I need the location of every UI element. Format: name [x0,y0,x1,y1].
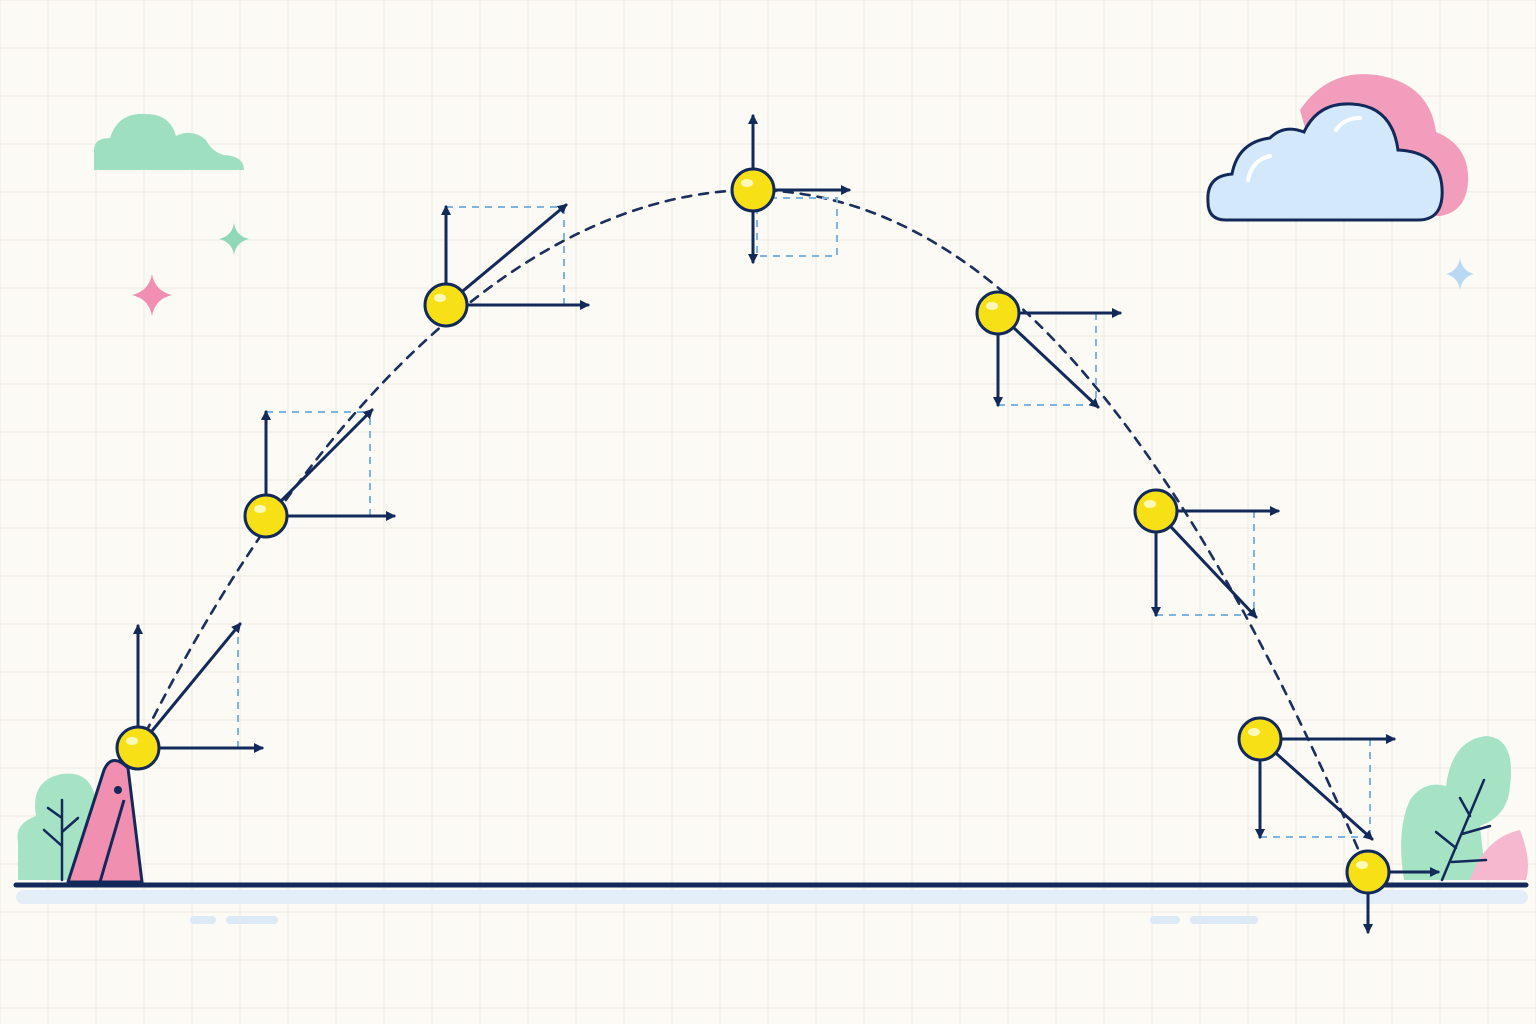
ball-highlight [1144,500,1156,508]
ball-state-8 [1345,849,1440,934]
resultant-velocity-arrow [460,203,568,294]
ball [1133,488,1179,534]
ball-highlight [1248,728,1260,736]
ball-highlight [986,302,998,310]
ball [423,282,469,328]
ball-highlight [254,505,266,513]
ball-highlight [741,179,753,187]
ground [13,882,1529,924]
ball [730,167,776,213]
pink-blue-cloud-icon [1206,74,1469,222]
ball-state-5 [975,290,1122,409]
ball-highlight [126,737,138,745]
ball-state-3 [423,203,590,328]
resultant-velocity-arrow [1168,524,1258,619]
resultant-velocity-arrow [149,622,242,734]
ball [243,493,289,539]
ball [1345,849,1391,895]
ball-state-2 [243,408,396,539]
sparkle-icon [219,223,249,255]
ball-state-1 [115,622,264,771]
green-cloud-icon [94,113,244,170]
trajectory-path [136,188,1370,874]
resultant-velocity-arrow [279,408,374,503]
ball [115,725,161,771]
component-helper-box [756,197,838,257]
right-bush-icon [1401,736,1528,882]
ball [975,290,1021,336]
resultant-velocity-arrow [1011,325,1100,409]
ball-highlight [434,294,446,302]
sparkle-icon [132,274,172,316]
ball-state-6 [1133,488,1280,619]
ball-state-4 [730,114,851,264]
ball-highlight [1356,861,1368,869]
ball-positions [115,114,1440,934]
ball-state-7 [1237,716,1396,841]
ball [1237,716,1283,762]
sparkle-icon [1446,258,1474,290]
resultant-velocity-arrow [1274,751,1374,841]
